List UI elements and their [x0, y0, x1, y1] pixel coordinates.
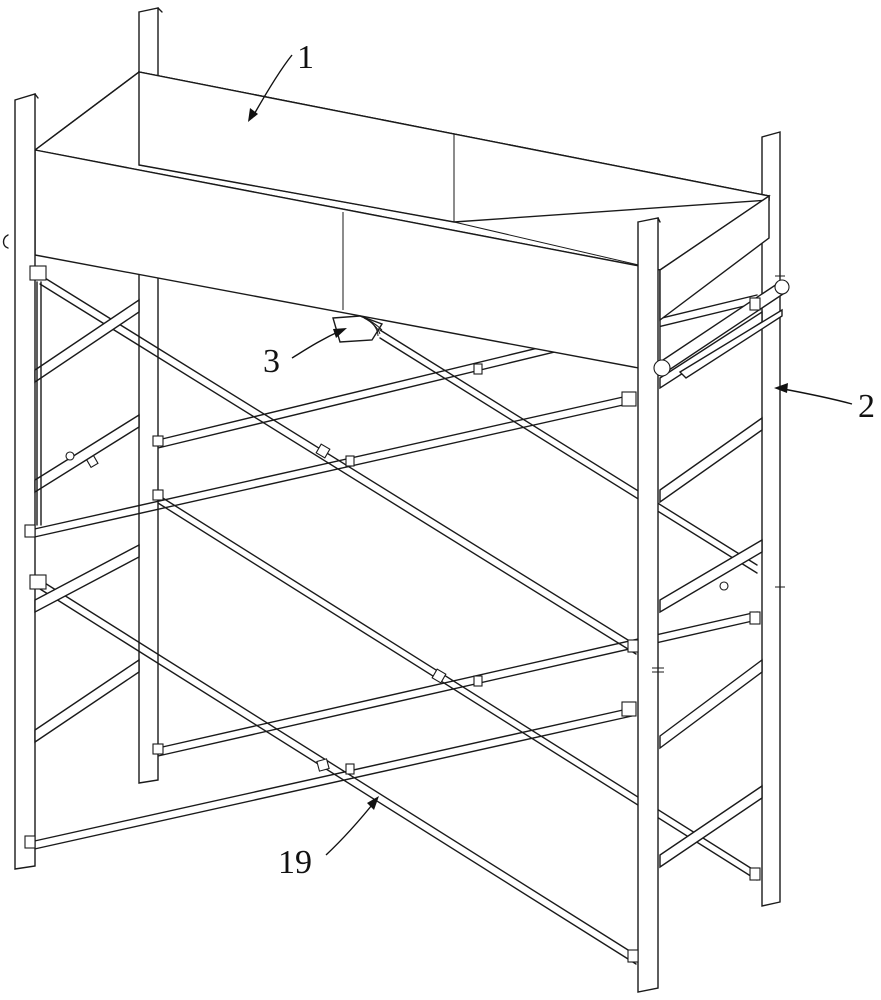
callout-2: 2 — [774, 383, 875, 425]
callout-3: 3 — [263, 328, 347, 380]
label-1: 1 — [297, 39, 314, 76]
label-19: 19 — [278, 844, 312, 881]
callout-19: 19 — [278, 796, 379, 881]
label-3-text: 3 — [263, 343, 280, 380]
label-2: 2 — [858, 388, 875, 425]
front-cross-braces — [30, 275, 636, 964]
